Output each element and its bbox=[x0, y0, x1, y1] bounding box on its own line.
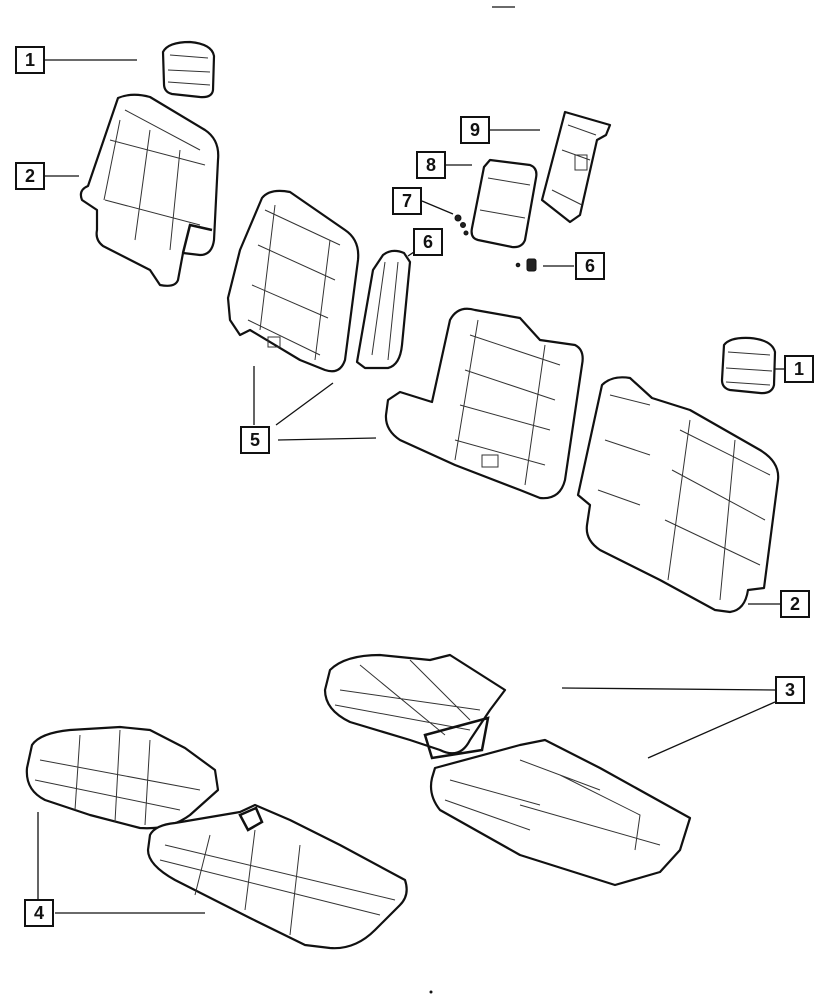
callout-8-armrest[interactable]: 8 bbox=[416, 151, 446, 179]
clip-parts bbox=[454, 214, 469, 236]
seat-cushion-cover-left bbox=[25, 725, 220, 830]
callout-7-clips[interactable]: 7 bbox=[392, 187, 422, 215]
callout-2-left-seatback-cover[interactable]: 2 bbox=[15, 162, 45, 190]
seat-cushion-frame-upper bbox=[323, 653, 507, 760]
callout-2-right-seatback-cover[interactable]: 2 bbox=[780, 590, 810, 618]
side-bolster-center bbox=[355, 249, 412, 370]
headrest-left bbox=[161, 40, 216, 99]
headrest-right bbox=[720, 336, 777, 395]
callout-6-bolster[interactable]: 6 bbox=[413, 228, 443, 256]
seat-cushion-lower bbox=[429, 738, 692, 887]
dot-mark bbox=[429, 990, 433, 994]
seat-back-cover-left bbox=[79, 93, 220, 287]
callout-4-seat-cushions-left[interactable]: 4 bbox=[24, 899, 54, 927]
callout-6-clip-right[interactable]: 6 bbox=[575, 252, 605, 280]
seat-cushion-frame-lower bbox=[146, 803, 408, 950]
seat-back-frame-left bbox=[226, 189, 360, 373]
callout-9-door-panel[interactable]: 9 bbox=[460, 116, 490, 144]
armrest-door-panel bbox=[540, 110, 612, 224]
callout-1-left-headrest[interactable]: 1 bbox=[15, 46, 45, 74]
callout-1-right-headrest[interactable]: 1 bbox=[784, 355, 814, 383]
clip-right bbox=[515, 258, 537, 272]
seat-back-frame-right bbox=[384, 307, 584, 500]
seat-back-cover-right bbox=[576, 376, 780, 614]
callout-3-seat-cushions-right[interactable]: 3 bbox=[775, 676, 805, 704]
armrest bbox=[470, 158, 538, 249]
callout-5-seatback-frames[interactable]: 5 bbox=[240, 426, 270, 454]
